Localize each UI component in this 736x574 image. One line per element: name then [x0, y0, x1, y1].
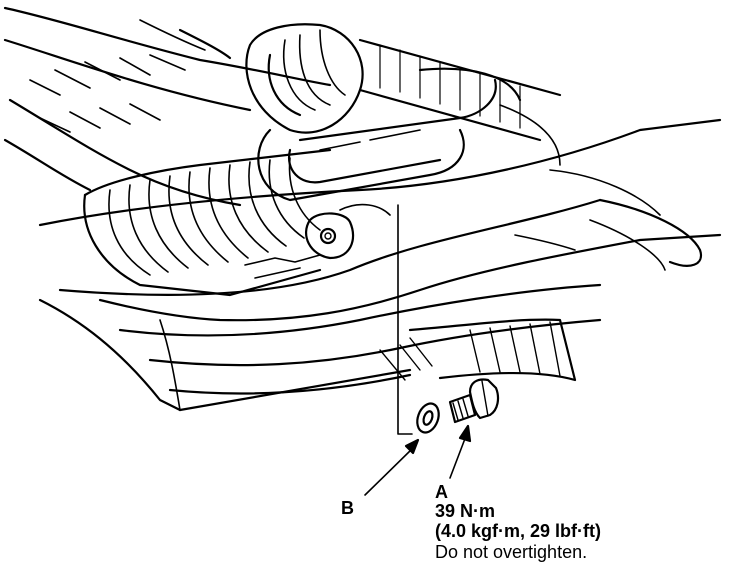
bracket: [257, 67, 522, 202]
drain-bolt: [448, 378, 500, 424]
upper-housing: [3, 6, 332, 207]
drain-boss: [304, 203, 391, 260]
lower-support: [379, 318, 577, 382]
leader-line: [397, 204, 413, 435]
callout-arrow-a: [449, 424, 472, 479]
driveshaft-boot: [245, 23, 562, 142]
transmission-pan: [83, 148, 332, 297]
callout-arrow-b: [364, 438, 420, 496]
torque-spec: 39 N·m: [435, 501, 496, 521]
callout-label-a: A: [435, 482, 448, 502]
subframe: [38, 104, 722, 412]
tightening-note: Do not overtighten.: [435, 542, 588, 562]
sealing-washer: [416, 402, 440, 434]
torque-spec-alt-units: (4.0 kgf·m, 29 lbf·ft): [435, 521, 602, 541]
callout-label-b: B: [341, 498, 354, 518]
